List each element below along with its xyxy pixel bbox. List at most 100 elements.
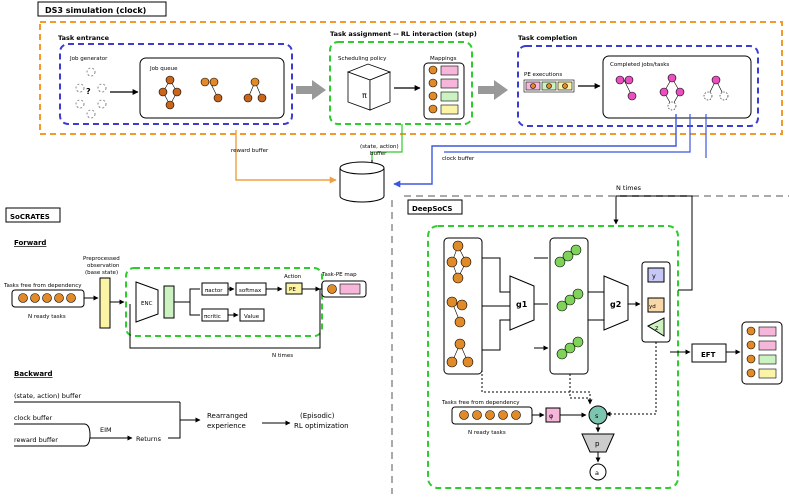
database-icon bbox=[339, 161, 385, 203]
pe-executions-label: PE executions bbox=[524, 72, 562, 78]
g1-label: g1 bbox=[516, 300, 528, 309]
p-block bbox=[581, 433, 615, 453]
embed-split-lines bbox=[174, 288, 200, 316]
value-label: Value bbox=[244, 314, 260, 320]
n-times-loop-line bbox=[129, 288, 322, 349]
observation-bar bbox=[99, 277, 111, 329]
clock-buffer-line bbox=[393, 114, 677, 188]
sa-buffer-label-1: (state, action) bbox=[360, 144, 399, 150]
preprocessed-3: (base state) bbox=[85, 270, 118, 276]
g2-block bbox=[603, 275, 629, 331]
g2-label: g2 bbox=[610, 300, 621, 309]
deepsocs-ready-nodes bbox=[459, 410, 521, 420]
eim-label: EIM bbox=[100, 426, 112, 434]
rearranged-2: experience bbox=[207, 422, 246, 430]
z-label: z bbox=[655, 324, 659, 332]
socrates-n-times: N times bbox=[272, 353, 293, 359]
reward-buffer-label: reward buffer bbox=[231, 148, 269, 154]
socrates-title-box bbox=[5, 207, 61, 223]
embedding-nodes bbox=[554, 244, 584, 360]
map-pe-cell bbox=[339, 283, 361, 295]
s-label: s bbox=[595, 412, 599, 420]
g1-block bbox=[509, 275, 535, 331]
task-completion-label: Task completion bbox=[518, 34, 578, 42]
task-entrance-label: Task entrance bbox=[58, 34, 110, 42]
sa-buffer-green-line bbox=[371, 124, 403, 164]
deepsocs-policy-box bbox=[427, 225, 679, 489]
clock-buffer-label: clock buffer bbox=[442, 156, 475, 162]
preprocessed-2: observation bbox=[87, 263, 120, 269]
returns-join-line bbox=[168, 402, 181, 439]
enc-label: ENC bbox=[141, 301, 153, 307]
policy-cube-icon bbox=[346, 63, 392, 111]
tasks-free-label: Tasks free from dependency bbox=[3, 283, 82, 289]
deepsocs-mappings-box bbox=[741, 321, 783, 385]
ds3-title-box bbox=[37, 1, 167, 17]
deepsocs-n-times: N times bbox=[616, 184, 642, 192]
phi-label: φ bbox=[549, 412, 553, 420]
deepsocs-title: DeepSoCS bbox=[412, 205, 452, 213]
back-reward-buffer: reward buffer bbox=[14, 436, 58, 444]
returns-label: Returns bbox=[136, 435, 162, 443]
job-generator-icon bbox=[75, 67, 107, 119]
summary-to-s-dotted bbox=[605, 342, 657, 417]
question-mark-icon: ? bbox=[86, 87, 91, 96]
softmax-label: softmax bbox=[239, 288, 262, 294]
emb-to-s-dotted bbox=[569, 374, 590, 399]
value-box bbox=[239, 308, 265, 322]
yd-cell bbox=[647, 297, 665, 313]
assignment-to-completion-arrow bbox=[478, 80, 508, 100]
pe-executions-strip bbox=[523, 79, 575, 93]
task-pe-map-label: Task-PE map bbox=[321, 272, 357, 278]
dags-to-s-dotted bbox=[481, 370, 593, 405]
n-ready-label: N ready tasks bbox=[28, 314, 66, 320]
pe-label: PE bbox=[289, 287, 296, 293]
job-generator-label: Job generator bbox=[69, 56, 108, 62]
ready-tasks-nodes bbox=[18, 293, 76, 303]
deepsocs-n-ready: N ready tasks bbox=[468, 430, 506, 436]
y-cell bbox=[647, 267, 665, 283]
socrates-policy-box bbox=[125, 267, 323, 337]
a-node bbox=[589, 463, 607, 481]
clock-buffer-line-2 bbox=[444, 114, 691, 153]
entrance-to-assignment-arrow bbox=[296, 80, 326, 100]
episodic-1: (Episodic) bbox=[300, 412, 335, 420]
mappings-label: Mappings bbox=[430, 56, 457, 62]
deepsocs-tasks-free: Tasks free from dependency bbox=[441, 400, 520, 406]
job-queue-box bbox=[139, 57, 285, 119]
completed-graphs bbox=[615, 73, 729, 111]
deepsocs-loop-line bbox=[613, 195, 693, 291]
deepsocs-mappings-rows bbox=[746, 326, 777, 379]
scheduling-policy-label: Scheduling policy bbox=[338, 56, 387, 62]
socrates-section: SoCRATES Forward Tasks free from depende… bbox=[3, 207, 367, 447]
ds3-simulation-section: DS3 simulation (clock) Task entrance Job… bbox=[37, 1, 783, 203]
task-assignment-box bbox=[329, 41, 473, 125]
task-completion-box bbox=[517, 45, 759, 127]
job-queue-label: Job queue bbox=[149, 66, 178, 72]
eft-label: EFT bbox=[701, 351, 716, 359]
p-label: p bbox=[595, 440, 600, 448]
z-cell bbox=[646, 317, 665, 337]
g1-out-arrows bbox=[534, 257, 548, 348]
mappings-rows bbox=[428, 65, 459, 115]
reward-buffer-line bbox=[235, 130, 337, 184]
task-entrance-box bbox=[59, 43, 293, 125]
pi-actor-label: πactor bbox=[205, 288, 223, 294]
preprocessed-1: Preprocessed bbox=[83, 256, 120, 262]
deepsocs-title-box bbox=[407, 199, 463, 215]
action-label: Action bbox=[284, 274, 302, 280]
backward-label: Backward bbox=[14, 370, 53, 378]
socrates-title: SoCRATES bbox=[10, 213, 50, 221]
forward-label: Forward bbox=[14, 239, 46, 247]
embedding-bar bbox=[163, 285, 175, 319]
job-queue-graphs bbox=[158, 75, 267, 110]
pi-critic-label: πcritic bbox=[204, 314, 221, 320]
deepsocs-section: DeepSoCS N times g1 g2 bbox=[407, 184, 783, 489]
eim-bracket bbox=[83, 423, 91, 447]
emb-to-g2-lines bbox=[588, 291, 604, 321]
eft-box bbox=[691, 343, 727, 363]
rearranged-1: Rearranged bbox=[207, 412, 248, 420]
ds3-title: DS3 simulation (clock) bbox=[45, 6, 146, 15]
sa-buffer-label-2: buffer bbox=[370, 151, 387, 157]
